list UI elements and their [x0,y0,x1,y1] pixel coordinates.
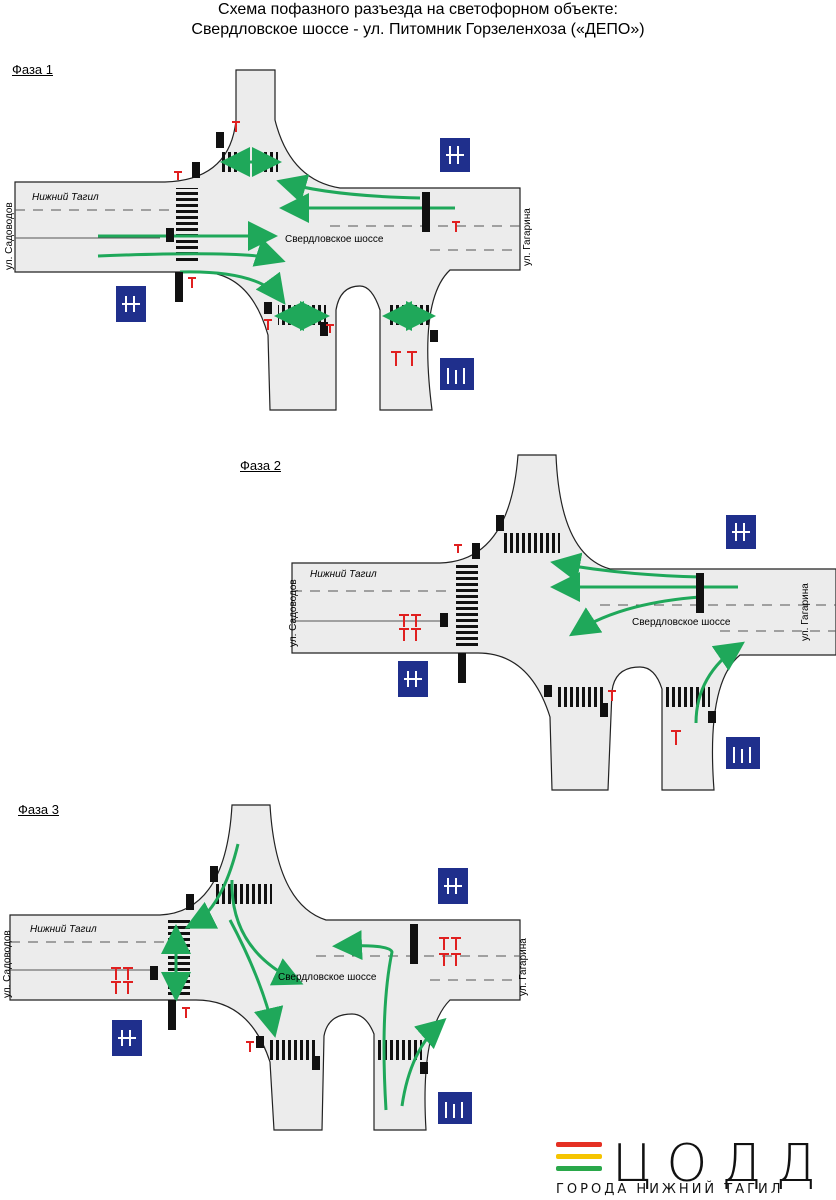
main-road-label: Свердловское шоссе [632,617,731,628]
main-road-label: Свердловское шоссе [285,234,384,245]
title-line-2: Свердловское шоссе - ул. Питомник Горзел… [191,21,645,38]
traffic-light-icon [440,515,716,723]
stop-marker-icon [111,937,461,1052]
lane-sign-icon [112,868,472,1124]
logo-word: ЦОДД [612,1134,831,1194]
left-street-label: ул. Садоводов [4,202,15,270]
pedestrian-crossing-icon [456,533,710,707]
city-label: Нижний Тагил [32,192,99,203]
title-line-1: Схема пофазного разъезда на светофорном … [218,1,618,18]
city-label: Нижний Тагил [30,924,97,935]
phase-2-label: Фаза 2 [240,458,281,473]
main-road-label: Свердловское шоссе [278,972,377,983]
stop-marker-icon [399,544,681,745]
left-street-label: ул. Садоводов [2,930,13,998]
phase-3-label: Фаза 3 [18,802,59,817]
phase-3-scheme: Свердловское шоссе Нижний Тагил ул. Садо… [2,804,529,1131]
movement-arrow-icon [550,552,745,724]
logo-bar-green [556,1166,602,1171]
left-street-label: ул. Садоводов [288,579,299,647]
lane-sign-icon [116,138,474,390]
right-street-label: ул. Гагарина [518,938,529,996]
movement-arrow-icon [161,843,447,1111]
road-network [9,804,521,1131]
logo-bar-red [556,1142,602,1147]
logo-bar-yellow [556,1154,602,1159]
stop-marker-icon [174,121,460,366]
movement-arrow-icon [97,147,455,331]
city-label: Нижний Тагил [310,569,377,580]
diagram-title: Схема пофазного разъезда на светофорном … [0,0,836,40]
right-street-label: ул. Гагарина [800,583,811,641]
phase-2-scheme: Свердловское шоссе Нижний Тагил ул. Садо… [288,454,836,791]
logo-subtitle: ГОРОДА НИЖНИЙ ТАГИЛ [556,1182,784,1197]
traffic-light-icon [166,132,438,342]
traffic-light-icon [150,866,428,1074]
codd-logo: ЦОДД ГОРОДА НИЖНИЙ ТАГИЛ [556,1134,832,1198]
lane-sign-icon [398,515,760,769]
phase-1-label: Фаза 1 [12,62,53,77]
right-street-label: ул. Гагарина [522,208,533,266]
phase-1-scheme: Свердловское шоссе Нижний Тагил ул. Садо… [4,69,533,411]
